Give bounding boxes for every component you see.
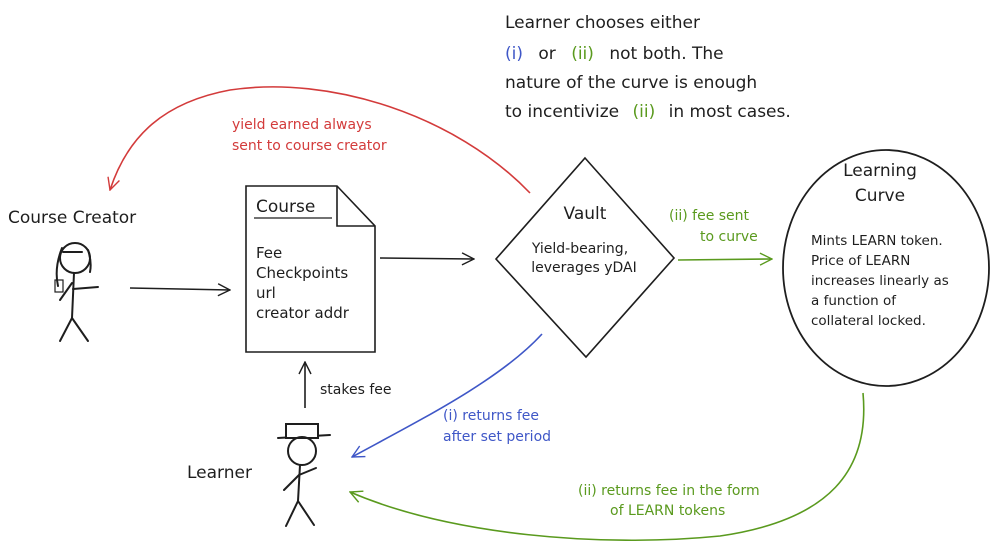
vault-title: Vault bbox=[564, 204, 607, 224]
yield-arrow bbox=[110, 86, 531, 194]
returns-i-label-line-2: after set period bbox=[443, 429, 551, 445]
note-or: or bbox=[538, 44, 555, 64]
fee-to-curve-arrow bbox=[677, 259, 772, 260]
fee-label-line-1: (ii) fee sent bbox=[669, 208, 750, 224]
yield-label-line-2: sent to course creator bbox=[232, 138, 387, 154]
learning-curve-node: Learning Curve Mints LEARN token. Price … bbox=[782, 149, 990, 387]
curve-desc-line-4: a function of bbox=[811, 293, 897, 309]
course-creator-figure bbox=[54, 242, 99, 342]
document-fold bbox=[336, 186, 375, 227]
vault-desc-line-1: Yield-bearing, bbox=[531, 241, 628, 257]
learner-label: Learner bbox=[187, 463, 252, 483]
creator-to-course-arrow bbox=[129, 288, 230, 290]
returns-i-label-line-1: (i) returns fee bbox=[443, 408, 539, 424]
course-field-checkpoints: Checkpoints bbox=[256, 264, 348, 282]
learner-figure bbox=[277, 423, 331, 527]
course-to-vault-arrow bbox=[379, 258, 474, 259]
note-option-i: (i) bbox=[505, 44, 523, 64]
choice-note: Learner chooses either (i) or (ii) not b… bbox=[505, 13, 791, 122]
curve-circle bbox=[782, 149, 990, 387]
course-title: Course bbox=[256, 197, 315, 217]
hat-crown bbox=[285, 423, 319, 439]
curve-desc-line-1: Mints LEARN token. bbox=[811, 233, 943, 249]
note-not-both: not both. The bbox=[609, 44, 723, 64]
course-field-creator-addr: creator addr bbox=[256, 304, 350, 322]
returns-fee-i-arrow bbox=[352, 333, 543, 457]
returns-ii-label-line-2: of LEARN tokens bbox=[610, 503, 725, 519]
note-most-cases: in most cases. bbox=[669, 102, 791, 122]
curve-title-line-1: Learning bbox=[843, 161, 917, 181]
stakes-fee-label: stakes fee bbox=[320, 382, 391, 398]
note-option-ii-2: (ii) bbox=[633, 102, 656, 122]
curve-desc-line-3: increases linearly as bbox=[811, 273, 949, 289]
yield-label-line-1: yield earned always bbox=[232, 117, 372, 133]
note-incentivize: to incentivize bbox=[505, 102, 619, 122]
note-line-1: Learner chooses either bbox=[505, 13, 700, 33]
note-line-4: to incentivize (ii) in most cases. bbox=[505, 102, 791, 122]
vault-diamond bbox=[494, 156, 676, 359]
course-field-fee: Fee bbox=[256, 244, 282, 262]
fee-label-line-2: to curve bbox=[700, 229, 758, 245]
note-line-3: nature of the curve is enough bbox=[505, 73, 757, 93]
curve-desc-line-2: Price of LEARN bbox=[811, 253, 910, 269]
curve-title-line-2: Curve bbox=[855, 186, 905, 206]
note-option-ii: (ii) bbox=[571, 44, 594, 64]
course-field-url: url bbox=[256, 284, 276, 302]
course-creator-label: Course Creator bbox=[8, 208, 136, 228]
document-icon bbox=[245, 185, 376, 353]
returns-fee-ii-arrow bbox=[350, 392, 865, 542]
course-card: Course Fee Checkpoints url creator addr bbox=[245, 185, 376, 353]
returns-ii-label-line-1: (ii) returns fee in the form bbox=[578, 483, 760, 499]
vault-desc-line-2: leverages yDAI bbox=[531, 260, 637, 276]
vault-node: Vault Yield-bearing, leverages yDAI bbox=[494, 156, 676, 359]
note-line-2: (i) or (ii) not both. The bbox=[505, 44, 724, 64]
curve-desc-line-5: collateral locked. bbox=[811, 313, 926, 329]
